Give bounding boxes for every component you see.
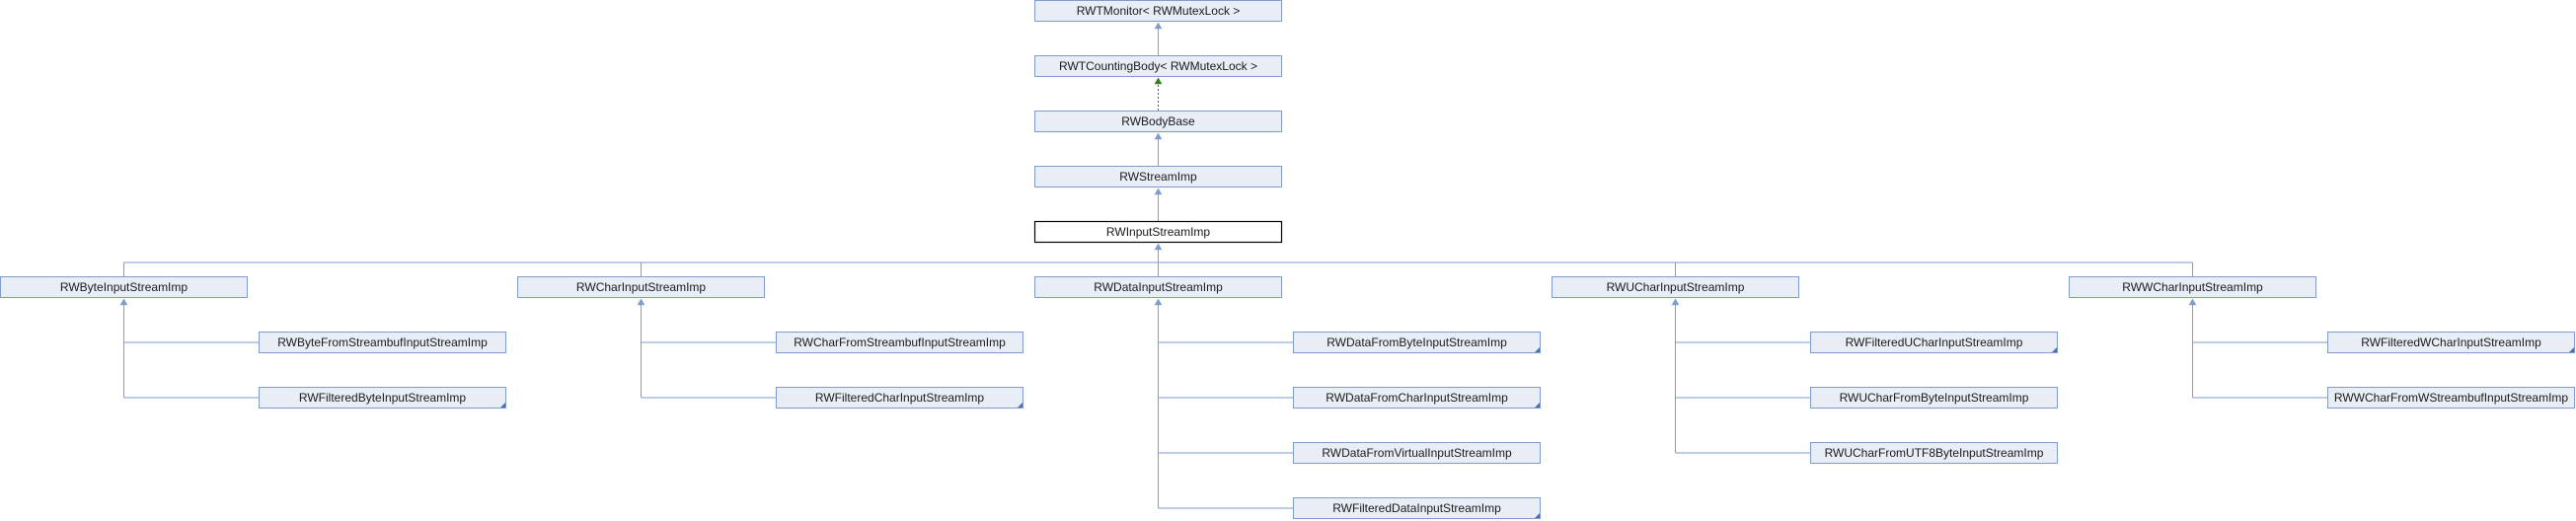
class-box — [1810, 387, 2058, 409]
class-node-datafrombyte[interactable]: RWDataFromByteInputStreamImp — [1293, 332, 1541, 353]
class-name: RWFilteredCharInputStreamImp — [815, 391, 984, 405]
class-name: RWUCharInputStreamImp — [1607, 280, 1745, 294]
class-name: RWBodyBase — [1121, 114, 1195, 128]
class-box — [259, 387, 506, 409]
class-box — [1034, 55, 1282, 77]
class-node-datafromvirtual[interactable]: RWDataFromVirtualInputStreamImp — [1293, 442, 1541, 464]
class-name: RWFilteredWCharInputStreamImp — [2361, 335, 2541, 349]
more-subclasses-marker — [1018, 403, 1023, 408]
class-name: RWDataInputStreamImp — [1094, 280, 1223, 294]
class-name: RWFilteredUCharInputStreamImp — [1846, 335, 2023, 349]
class-box — [517, 276, 765, 298]
class-box — [1293, 332, 1541, 353]
class-box — [1293, 387, 1541, 409]
more-subclasses-marker — [1535, 403, 1540, 408]
class-box — [259, 332, 506, 353]
class-name: RWInputStreamImp — [1106, 225, 1210, 239]
class-node-byteinput[interactable]: RWByteInputStreamImp — [0, 276, 248, 298]
class-name: RWFilteredDataInputStreamImp — [1332, 501, 1501, 515]
class-name: RWUCharFromUTF8ByteInputStreamImp — [1825, 446, 2044, 460]
more-subclasses-marker — [2569, 347, 2574, 352]
inheritance-arrowhead — [119, 298, 128, 306]
class-box — [1552, 276, 1799, 298]
class-name: RWStreamImp — [1119, 170, 1197, 184]
class-node-filteredbyte[interactable]: RWFilteredByteInputStreamImp — [259, 387, 506, 409]
class-node-charinput[interactable]: RWCharInputStreamImp — [517, 276, 765, 298]
class-node-filteredwchar[interactable]: RWFilteredWCharInputStreamImp — [2327, 332, 2575, 353]
class-node-datafromchar[interactable]: RWDataFromCharInputStreamImp — [1293, 387, 1541, 409]
class-box — [0, 276, 248, 298]
inheritance-arrowhead — [637, 298, 645, 306]
class-name: RWTMonitor< RWMutexLock > — [1077, 4, 1241, 18]
class-box — [1810, 442, 2058, 464]
class-box — [776, 387, 1023, 409]
class-node-filtereddata[interactable]: RWFilteredDataInputStreamImp — [1293, 497, 1541, 519]
class-node-tmonitor[interactable]: RWTMonitor< RWMutexLock > — [1034, 0, 1282, 22]
class-name: RWDataFromCharInputStreamImp — [1326, 391, 1508, 405]
class-name: RWDataFromVirtualInputStreamImp — [1322, 446, 1512, 460]
class-box — [1293, 497, 1541, 519]
class-name: RWTCountingBody< RWMutexLock > — [1059, 59, 1257, 73]
class-node-ucharfromutf8[interactable]: RWUCharFromUTF8ByteInputStreamImp — [1810, 442, 2058, 464]
inheritance-arrowhead — [1671, 298, 1680, 306]
class-name: RWCharFromStreambufInputStreamImp — [794, 335, 1006, 349]
inheritance-arrowhead — [1154, 22, 1163, 30]
class-node-bodybase[interactable]: RWBodyBase — [1034, 111, 1282, 132]
inheritance-arrowhead — [1154, 187, 1163, 195]
more-subclasses-marker — [1535, 347, 1540, 352]
edges-layer — [119, 22, 2327, 509]
class-box — [1034, 111, 1282, 132]
class-name: RWCharInputStreamImp — [576, 280, 706, 294]
class-node-ucharfrombyte[interactable]: RWUCharFromByteInputStreamImp — [1810, 387, 2058, 409]
class-node-datainput[interactable]: RWDataInputStreamImp — [1034, 276, 1282, 298]
class-box — [2327, 387, 2575, 409]
class-name: RWUCharFromByteInputStreamImp — [1840, 391, 2029, 405]
class-name: RWByteFromStreambufInputStreamImp — [277, 335, 488, 349]
class-node-filteredchar[interactable]: RWFilteredCharInputStreamImp — [776, 387, 1023, 409]
more-subclasses-marker — [500, 403, 505, 408]
inheritance-arrowhead — [1154, 243, 1163, 251]
class-box — [2069, 276, 2316, 298]
class-node-wcharinput[interactable]: RWWCharInputStreamImp — [2069, 276, 2316, 298]
class-node-ucharinput[interactable]: RWUCharInputStreamImp — [1552, 276, 1799, 298]
class-node-bytefromstreambuf[interactable]: RWByteFromStreambufInputStreamImp — [259, 332, 506, 353]
class-node-inputstreamimp[interactable]: RWInputStreamImp — [1033, 220, 1283, 244]
class-node-filtereduchar[interactable]: RWFilteredUCharInputStreamImp — [1810, 332, 2058, 353]
class-box — [1293, 442, 1541, 464]
more-subclasses-marker — [1535, 513, 1540, 518]
inheritance-arrowhead — [2188, 298, 2197, 306]
class-name: RWByteInputStreamImp — [60, 280, 188, 294]
more-subclasses-marker — [2052, 347, 2057, 352]
class-box — [2327, 332, 2575, 353]
inheritance-arrowhead — [1154, 132, 1163, 140]
class-box — [1034, 276, 1282, 298]
class-box — [1810, 332, 2058, 353]
class-box — [776, 332, 1023, 353]
class-node-wcharfromwstreambuf[interactable]: RWWCharFromWStreambufInputStreamImp — [2327, 387, 2575, 409]
class-name: RWWCharInputStreamImp — [2122, 280, 2263, 294]
class-node-charfromstreambuf[interactable]: RWCharFromStreambufInputStreamImp — [776, 332, 1023, 353]
class-name: RWFilteredByteInputStreamImp — [299, 391, 466, 405]
class-node-tcounting[interactable]: RWTCountingBody< RWMutexLock > — [1034, 55, 1282, 77]
inheritance-arrowhead — [1154, 298, 1163, 306]
class-name: RWDataFromByteInputStreamImp — [1326, 335, 1507, 349]
inheritance-arrowhead — [1154, 77, 1163, 85]
class-box — [1033, 220, 1283, 244]
class-name: RWWCharFromWStreambufInputStreamImp — [2334, 391, 2568, 405]
class-node-streamimp[interactable]: RWStreamImp — [1034, 166, 1282, 187]
class-box — [1034, 166, 1282, 187]
class-box — [1034, 0, 1282, 22]
